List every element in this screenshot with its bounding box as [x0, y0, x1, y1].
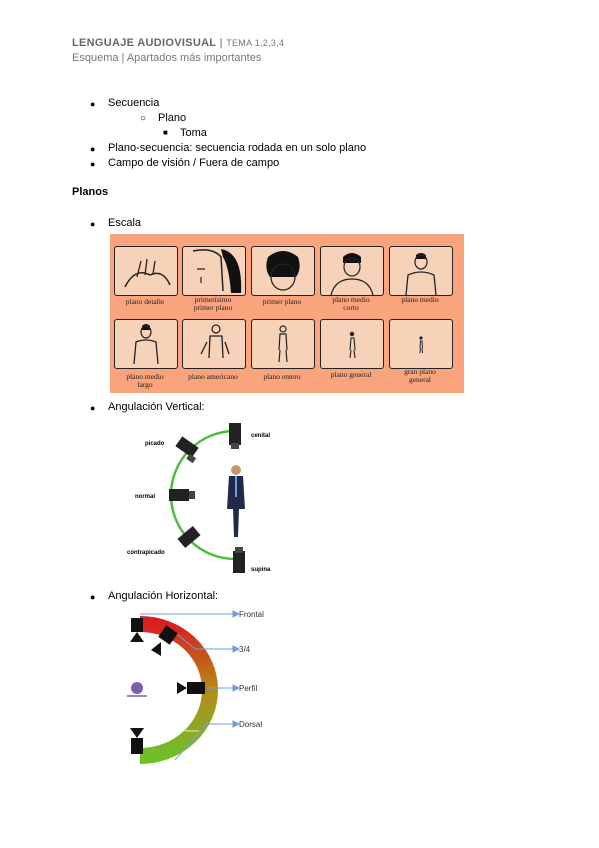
caption: plano detalle: [125, 297, 165, 306]
camera-frontal-icon: [130, 618, 144, 642]
camera-supina-icon: [233, 547, 245, 573]
face-closeup-icon: [192, 249, 242, 293]
frame-primerisimo-primer-plano: [182, 246, 246, 296]
camera-perfil-icon: [177, 682, 205, 694]
caption: plano general: [330, 370, 372, 379]
vertical-angle-svg: picado cenital normal contrapicado supin…: [127, 423, 271, 573]
escala-label: Escala: [108, 217, 142, 229]
caption: plano entero: [263, 372, 301, 381]
bust-icon: [330, 253, 374, 296]
label-cenital: cenital: [251, 433, 270, 439]
list-item: Campo de visión / Fuera de campo: [108, 157, 280, 169]
list-item: Plano-secuencia: secuencia rodada en un …: [108, 142, 367, 154]
label-escorzo: escorzo: [185, 728, 200, 733]
document-subtitle: Esquema | Apartados más importantes: [72, 52, 262, 64]
frame-plano-general: [320, 319, 384, 369]
label-dorsal: Dorsal: [239, 720, 262, 729]
caption: primer plano: [262, 297, 302, 306]
label-normal: normal: [135, 494, 155, 500]
arrow-lines: [140, 610, 241, 761]
label-contrapicado: contrapicado: [127, 550, 165, 556]
list-item: Plano: [158, 112, 187, 124]
frame-plano-detalle: [114, 246, 178, 296]
angulacion-horizontal-label: Angulación Horizontal:: [108, 590, 219, 602]
camera-contrapicado-icon: [177, 525, 201, 549]
figure-icon: [278, 325, 288, 363]
angulacion-vertical-diagram: picado cenital normal contrapicado supin…: [117, 417, 307, 582]
frame-plano-entero: [251, 319, 315, 369]
frame-plano-medio-corto: [320, 246, 384, 296]
document-title: LENGUAJE AUDIOVISUAL: [72, 37, 217, 49]
halfbody-icon: [405, 253, 437, 296]
bullet-disc-icon: ●: [90, 159, 96, 169]
frame-plano-americano: [182, 319, 246, 369]
bullet-disc-icon: ●: [90, 592, 96, 602]
caption: plano medio: [401, 295, 439, 304]
label-perfil: Perfil: [239, 684, 257, 693]
document-title-line: LENGUAJE AUDIOVISUAL | TEMA 1,2,3,4: [72, 37, 284, 49]
frame-plano-medio: [389, 246, 453, 296]
frame-plano-medio-largo: [114, 319, 178, 369]
camera-normal-icon: [169, 489, 195, 501]
camera-picado-icon: [175, 436, 199, 464]
horizontal-angle-svg: Frontal 3/4 Perfil Dorsal escorzo: [127, 610, 264, 764]
label-tres-cuartos: 3/4: [239, 645, 251, 654]
angulacion-vertical-label: Angulación Vertical:: [108, 401, 205, 413]
tema-label: TEMA 1,2,3,4: [226, 38, 285, 48]
bullet-disc-icon: ●: [90, 99, 96, 109]
frame-primer-plano: [251, 246, 315, 296]
caption: plano americano: [188, 372, 238, 381]
man-figure-icon: [227, 465, 245, 537]
figure-icon: [349, 331, 356, 359]
bullet-disc-icon: ●: [90, 219, 96, 229]
angulacion-horizontal-diagram: Frontal 3/4 Perfil Dorsal escorzo: [115, 604, 295, 764]
label-supina: supina: [251, 567, 271, 573]
list-item: Secuencia: [108, 97, 160, 109]
figure-icon: [133, 324, 159, 365]
label-picado: picado: [145, 441, 165, 447]
figure-icon: [200, 324, 230, 359]
bullet-disc-icon: ●: [90, 144, 96, 154]
document-header: LENGUAJE AUDIOVISUAL | TEMA 1,2,3,4 Esqu…: [72, 37, 284, 64]
figure-icon: [419, 336, 423, 354]
list-item: Toma: [180, 127, 207, 139]
camera-dorsal-icon: [130, 728, 144, 754]
section-title-planos: Planos: [72, 186, 109, 198]
title-separator: |: [216, 37, 227, 49]
face-icon: [266, 251, 300, 291]
hand-figure-icon: [124, 258, 171, 288]
frame-gran-plano-general: [389, 319, 453, 369]
subject-icon: [127, 682, 147, 697]
bullet-disc-icon: ●: [90, 403, 96, 413]
camera-cenital-icon: [229, 423, 241, 449]
camera-tres-cuartos-icon: [151, 625, 178, 656]
bullet-square-icon: ■: [163, 128, 168, 137]
label-frontal: Frontal: [239, 610, 264, 619]
bullet-circle-icon: ○: [140, 113, 147, 124]
